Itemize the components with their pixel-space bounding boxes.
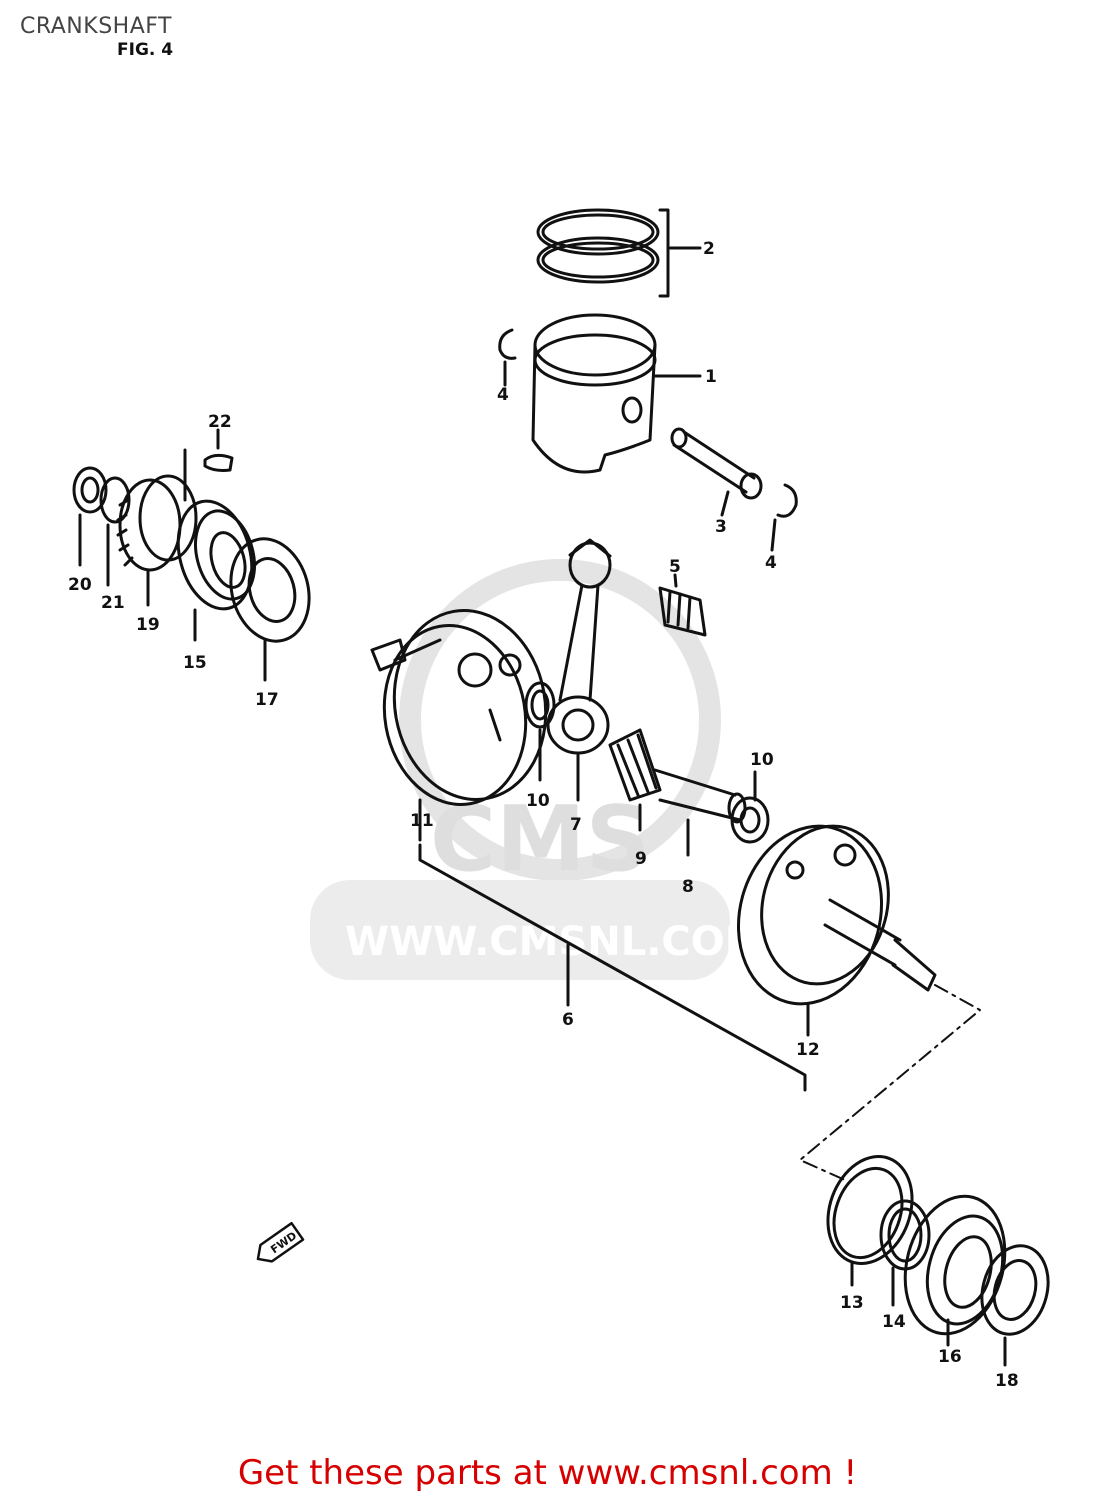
callout-3: 3 (715, 517, 727, 537)
piston (531, 313, 702, 474)
callout-17: 17 (255, 690, 279, 710)
page-title: CRANKSHAFT (20, 14, 172, 39)
watermark-url: WWW.CMSNL.COM (345, 919, 765, 965)
crank-web-left (370, 609, 548, 842)
callout-18: 18 (995, 1371, 1019, 1391)
crank-assembly-bracket (418, 843, 807, 1092)
bearing-16 (903, 1194, 1007, 1347)
fwd-arrow: FWD (256, 1221, 305, 1263)
connecting-rod (546, 538, 612, 802)
callout-1: 1 (705, 367, 717, 387)
needle-bearing (658, 573, 707, 637)
callout-19: 19 (136, 615, 160, 635)
callout-5: 5 (669, 557, 681, 577)
piston-pin (670, 427, 763, 517)
callout-4-left: 4 (497, 385, 509, 405)
callout-8: 8 (682, 877, 694, 897)
callout-16: 16 (938, 1347, 962, 1367)
callout-22: 22 (208, 412, 232, 432)
callout-14: 14 (882, 1312, 906, 1332)
crank-pin-bearing (608, 728, 662, 832)
figure-label: FIG. 4 (117, 40, 174, 60)
piston-rings (536, 208, 702, 298)
callout-6: 6 (562, 1010, 574, 1030)
oil-seal-18 (980, 1244, 1050, 1367)
circlip-right (770, 483, 798, 552)
callout-12: 12 (796, 1040, 820, 1060)
callout-9: 9 (635, 849, 647, 869)
callouts: 2 1 4 3 4 5 22 20 21 19 15 17 10 10 11 7… (68, 239, 1019, 1391)
circlip-left (498, 328, 517, 387)
thrust-washer-left (524, 681, 556, 782)
callout-2: 2 (703, 239, 715, 259)
callout-15: 15 (183, 653, 207, 673)
centerline (799, 984, 981, 1181)
callout-21: 21 (101, 593, 125, 613)
callout-11: 11 (410, 811, 434, 831)
crank-web-right (736, 824, 937, 1037)
crank-pin (653, 768, 747, 857)
callout-10-left: 10 (526, 791, 550, 811)
nut-20 (72, 466, 108, 567)
key-22 (183, 428, 234, 502)
bearing-15 (176, 499, 256, 642)
oil-seal-17 (229, 537, 311, 682)
footer-parts-link[interactable]: Get these parts at www.cmsnl.com ! (237, 1453, 858, 1493)
callout-4-right: 4 (765, 553, 777, 573)
callout-13: 13 (840, 1293, 864, 1313)
callout-7: 7 (570, 815, 582, 835)
callout-20: 20 (68, 575, 92, 595)
callout-10-right: 10 (750, 750, 774, 770)
washer-13 (826, 1155, 914, 1287)
thrust-washer-right (730, 770, 770, 844)
